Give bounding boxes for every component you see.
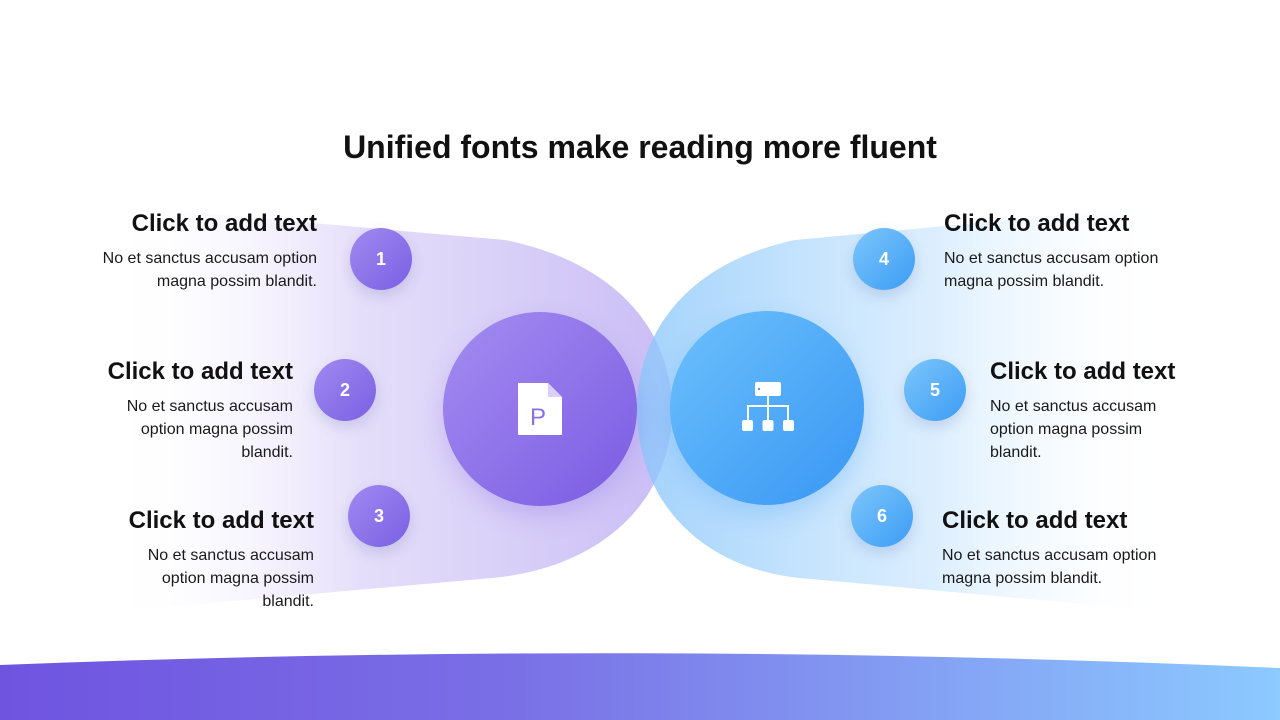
item-heading[interactable]: Click to add text — [107, 358, 293, 385]
item-heading[interactable]: Click to add text — [944, 210, 1130, 237]
item-heading[interactable]: Click to add text — [942, 507, 1128, 534]
right-fan-shape — [637, 205, 1170, 612]
bottom-wave-band — [0, 653, 1280, 720]
left-fan-shape — [108, 205, 672, 612]
item-body[interactable]: No et sanctus accusam option magna possi… — [126, 398, 293, 461]
item-body[interactable]: No et sanctus accusam option magna possi… — [147, 547, 314, 610]
badge-5: 5 — [904, 359, 966, 421]
badge-4: 4 — [853, 228, 915, 290]
text-block-2[interactable]: Click to add text No et sanctus accusam … — [100, 357, 293, 464]
badge-2: 2 — [314, 359, 376, 421]
svg-text:P: P — [530, 404, 546, 431]
item-heading[interactable]: Click to add text — [990, 358, 1176, 385]
text-block-1[interactable]: Click to add text No et sanctus accusam … — [100, 209, 317, 293]
document-p-icon: P — [518, 383, 562, 435]
text-block-6[interactable]: Click to add text No et sanctus accusam … — [942, 506, 1167, 590]
item-body[interactable]: No et sanctus accusam option magna possi… — [990, 398, 1157, 461]
right-hub-circle — [670, 311, 864, 505]
left-hub-circle: P — [443, 312, 637, 506]
org-chart-icon — [742, 382, 794, 431]
badge-3: 3 — [348, 485, 410, 547]
item-body[interactable]: No et sanctus accusam option magna possi… — [944, 250, 1159, 290]
item-body[interactable]: No et sanctus accusam option magna possi… — [942, 547, 1157, 587]
item-body[interactable]: No et sanctus accusam option magna possi… — [102, 250, 317, 290]
text-block-3[interactable]: Click to add text No et sanctus accusam … — [100, 506, 314, 613]
item-heading[interactable]: Click to add text — [128, 507, 314, 534]
text-block-4[interactable]: Click to add text No et sanctus accusam … — [944, 209, 1169, 293]
page-title: Unified fonts make reading more fluent — [343, 129, 937, 165]
badge-1: 1 — [350, 228, 412, 290]
badge-6: 6 — [851, 485, 913, 547]
item-heading[interactable]: Click to add text — [131, 210, 317, 237]
text-block-5[interactable]: Click to add text No et sanctus accusam … — [990, 357, 1176, 464]
